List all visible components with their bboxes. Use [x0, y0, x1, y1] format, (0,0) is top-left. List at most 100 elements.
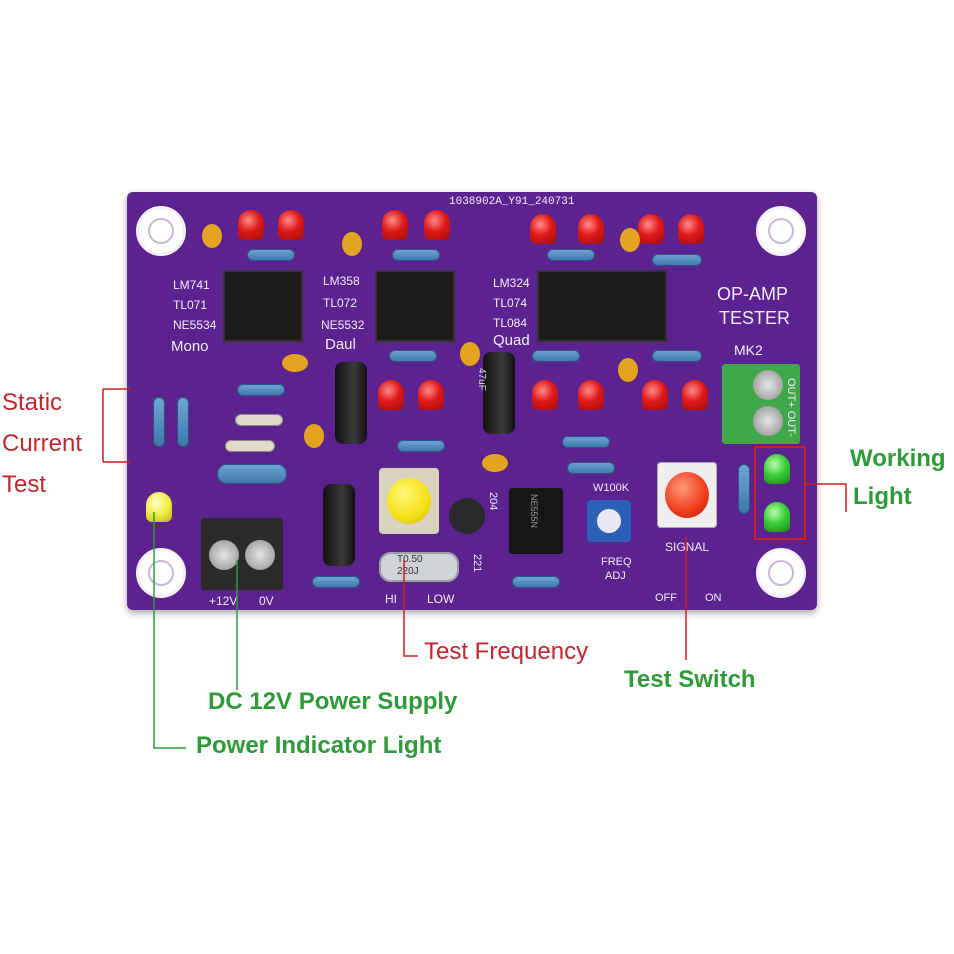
quad-chip-1: LM324: [493, 276, 530, 290]
resistor: [738, 464, 750, 514]
elco-label: 47uF: [476, 368, 487, 391]
power-zero-label: 0V: [259, 594, 274, 608]
terminal-screw: [753, 406, 783, 436]
frequency-switch[interactable]: [379, 468, 439, 534]
red-led: [424, 210, 450, 240]
power-plus-label: +12V: [209, 594, 238, 608]
red-led: [682, 380, 708, 410]
electrolytic-capacitor: [335, 362, 367, 444]
resistor: [562, 436, 610, 448]
resistor: [237, 384, 285, 396]
power-indicator-label: Power Indicator Light: [196, 732, 442, 759]
terminal-screw: [245, 540, 275, 570]
diode: [235, 414, 283, 426]
on-label: ON: [705, 592, 722, 604]
mounting-hole-top-right: [756, 206, 806, 256]
terminal-screw: [753, 370, 783, 400]
ceramic-capacitor: [620, 228, 640, 252]
hi-label: HI: [385, 592, 397, 606]
red-led: [642, 380, 668, 410]
yellow-button-cap[interactable]: [387, 478, 431, 524]
dual-chip-2: TL072: [323, 296, 358, 310]
dual-group-name: Daul: [325, 336, 356, 353]
red-led: [418, 380, 444, 410]
ic-socket-mono: [223, 270, 303, 342]
mounting-hole-top-left: [136, 206, 186, 256]
static-current-label-2: Current: [2, 430, 83, 457]
pot-label: W100K: [593, 482, 630, 494]
static-current-label-3: Test: [2, 471, 47, 498]
resistor: [312, 576, 360, 588]
resistor: [512, 576, 560, 588]
red-button-cap[interactable]: [665, 472, 709, 518]
diode: [225, 440, 275, 452]
mounting-hole-bottom-left: [136, 548, 186, 598]
red-led: [638, 214, 664, 244]
quad-chip-2: TL074: [493, 296, 528, 310]
ne555-ic: NE555N: [509, 488, 563, 554]
crystal-component: T0.50 220J: [379, 552, 459, 582]
frequency-potentiometer[interactable]: [587, 500, 631, 542]
test-frequency-label: Test Frequency: [424, 638, 589, 665]
resistor: [153, 397, 165, 447]
red-led: [382, 210, 408, 240]
resistor: [177, 397, 189, 447]
red-led: [578, 380, 604, 410]
pcb-board: 1038902A_Y91_240731 LM741 TL071 NE: [127, 192, 817, 610]
resistor: [547, 249, 595, 261]
quad-group-name: Quad: [493, 332, 530, 349]
freq-adj-label-1: FREQ: [601, 556, 632, 568]
mono-chip-3: NE5534: [173, 318, 217, 332]
red-led: [278, 210, 304, 240]
test-switch-label: Test Switch: [624, 666, 756, 693]
crystal-label-2: 220J: [397, 566, 419, 577]
working-light-highlight-box: [754, 446, 806, 540]
resistor: [247, 249, 295, 261]
test-switch[interactable]: [657, 462, 717, 528]
dual-chip-3: NE5532: [321, 318, 365, 332]
crystal-label-1: T0.50: [397, 554, 423, 565]
static-current-label-1: Static: [2, 389, 63, 416]
ceramic-capacitor: [460, 342, 480, 366]
working-light-label-1: Working: [850, 445, 946, 472]
cap-label: 221: [471, 554, 483, 573]
ceramic-capacitor: [482, 454, 508, 472]
working-light-label-2: Light: [853, 483, 912, 510]
resistor: [532, 350, 580, 362]
green-led: [764, 454, 790, 484]
resistor: [652, 254, 702, 266]
resistor: [217, 464, 287, 484]
mono-chip-2: TL071: [173, 298, 208, 312]
ceramic-capacitor: [202, 224, 222, 248]
mounting-hole-bottom-right: [756, 548, 806, 598]
ceramic-capacitor: [282, 354, 308, 372]
ic-socket-dual: [375, 270, 455, 342]
freq-adj-label-2: ADJ: [605, 570, 626, 582]
red-led: [578, 214, 604, 244]
red-led: [530, 214, 556, 244]
signal-label: SIGNAL: [665, 540, 710, 554]
resistor: [652, 350, 702, 362]
mono-chip-1: LM741: [173, 278, 210, 292]
quad-chip-3: TL084: [493, 316, 528, 330]
ic-label: NE555N: [529, 494, 539, 529]
resistor: [567, 462, 615, 474]
low-label: LOW: [427, 592, 455, 606]
off-label: OFF: [655, 592, 677, 604]
ceramic-capacitor: [618, 358, 638, 382]
resistor: [389, 350, 437, 362]
mono-group-name: Mono: [171, 338, 209, 355]
dc-power-label: DC 12V Power Supply: [208, 688, 458, 715]
pot-knob[interactable]: [597, 509, 621, 533]
red-led: [378, 380, 404, 410]
red-led: [678, 214, 704, 244]
board-serial: 1038902A_Y91_240731: [449, 196, 575, 208]
mk2-label: MK2: [734, 342, 763, 358]
ceramic-capacitor: [342, 232, 362, 256]
board-title-line1: OP-AMP: [717, 284, 789, 304]
red-led: [238, 210, 264, 240]
output-label: OUT+ OUT-: [785, 378, 797, 437]
inductor: [449, 498, 485, 534]
terminal-screw: [209, 540, 239, 570]
electrolytic-capacitor: [483, 352, 515, 434]
